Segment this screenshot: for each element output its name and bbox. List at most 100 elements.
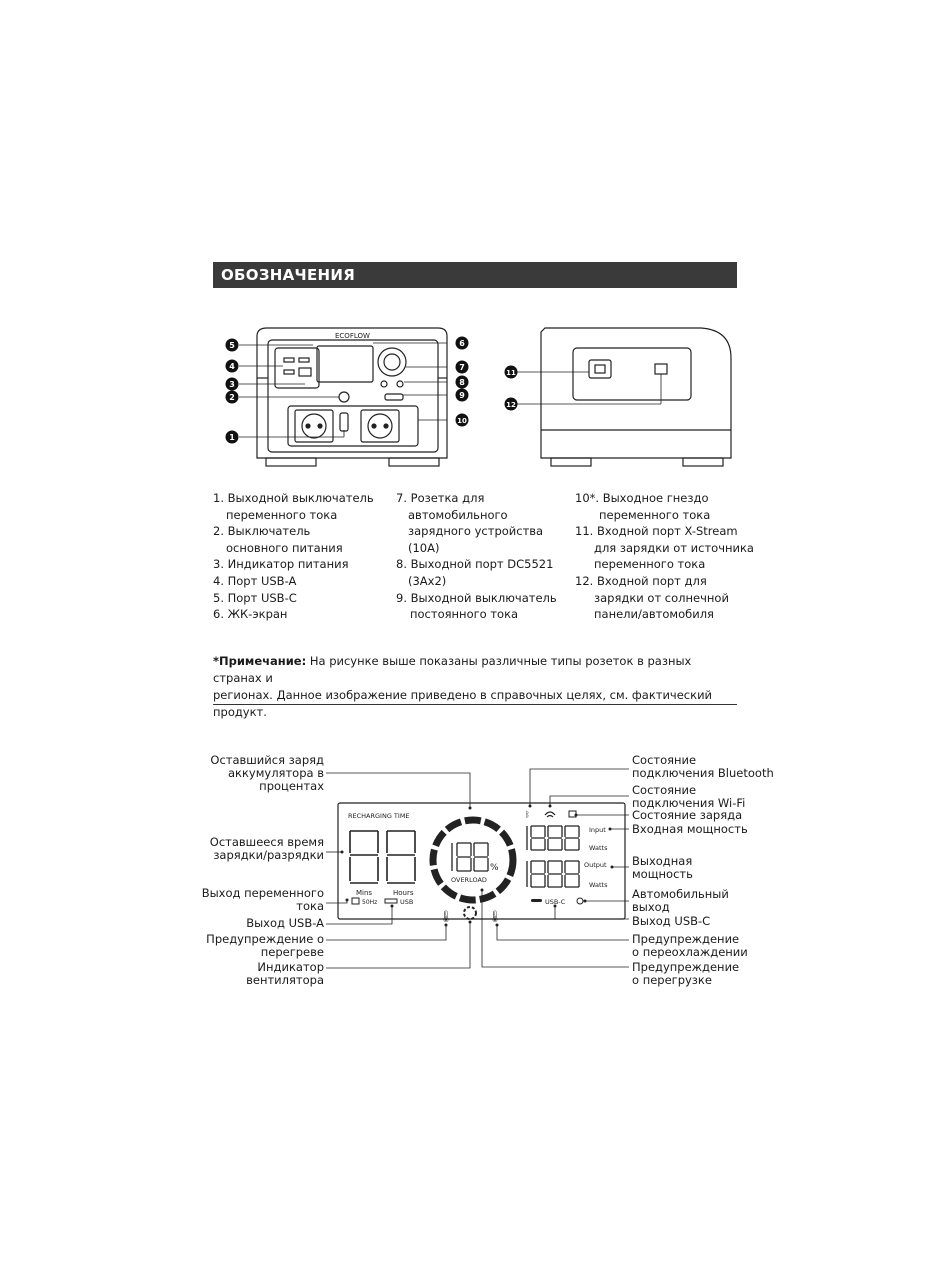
label-remaining-time: Оставшееся время зарядки/разрядки [209, 835, 324, 862]
label-bluetooth: Состояние подключения Bluetooth [632, 753, 774, 780]
label-charge-state: Состояние заряда [632, 808, 743, 822]
svg-text:11: 11 [506, 369, 516, 377]
lcd-hz: 50Hz [362, 899, 377, 906]
svg-text:7: 7 [459, 363, 465, 372]
legend-item: переменного тока [594, 557, 706, 572]
input-digits [526, 825, 580, 851]
thermometer-cold-icon: 🌡 [488, 910, 502, 923]
lcd-hours: Hours [393, 889, 414, 897]
callout-5: 5 [225, 338, 239, 352]
output-digits [526, 860, 580, 888]
legend-item: 2. Выключатель [213, 524, 311, 539]
legend-item: переменного тока [226, 507, 338, 522]
usb-c-icon [531, 899, 542, 902]
label-overheat: Предупреждение о перегреве [206, 932, 324, 959]
callout-8: 8 [455, 375, 469, 389]
legend-item: 1. Выходной выключатель [213, 491, 374, 505]
percent-digits [451, 842, 489, 872]
legend-item: зарядного устройства [408, 524, 544, 539]
label-undercool: Предупреждение о переохлаждении [632, 932, 748, 959]
lcd-percent: % [490, 863, 499, 873]
legend-item: основного питания [226, 540, 343, 555]
callout-2: 2 [225, 390, 239, 404]
svg-text:8: 8 [459, 378, 465, 387]
label-overload: Предупреждение о перегрузке [632, 960, 740, 987]
legend-item: переменного тока [599, 507, 711, 522]
legend-item: для зарядки от источника [594, 540, 754, 555]
svg-text:12: 12 [506, 401, 516, 409]
callout-3: 3 [225, 377, 239, 391]
svg-text:9: 9 [459, 391, 465, 400]
callout-12: 12 [504, 397, 518, 411]
footnote: *Примечание: На рисунке выше показаны ра… [213, 653, 737, 721]
callout-11: 11 [504, 365, 518, 379]
brand-logo: ECOFLOW [335, 332, 370, 340]
svg-text:1: 1 [229, 433, 235, 442]
lcd-watts-in: Watts [589, 844, 608, 852]
legend-item: 9. Выходной выключатель [396, 590, 557, 605]
section-header: ОБОЗНАЧЕНИЯ [213, 262, 737, 288]
svg-text:10: 10 [457, 417, 467, 425]
device-diagram: ECOFLOW 5 4 3 2 1 6 7 8 9 10 11 [225, 327, 732, 467]
legend-item: 7. Розетка для [396, 491, 485, 505]
callout-7: 7 [455, 360, 469, 374]
legend-item: (3Ax2) [408, 573, 447, 588]
callout-9: 9 [455, 388, 469, 402]
legend-col-3: 10*. Выходное гнездо переменного тока 11… [575, 490, 754, 623]
label-battery-percent: Оставшийся заряд аккумулятора в процента… [210, 753, 324, 793]
svg-text:2: 2 [229, 393, 235, 402]
time-digits [349, 830, 416, 884]
legend-item: постоянного тока [410, 607, 519, 622]
note-text-1: На рисунке выше показаны различные типы … [213, 654, 692, 685]
callout-markers: 5 4 3 2 1 6 7 8 9 10 11 12 [225, 336, 518, 444]
legend-item: 4. Порт USB-A [213, 573, 297, 588]
legend-item: 8. Выходной порт DC5521 [396, 557, 554, 572]
callout-1: 1 [225, 430, 239, 444]
label-usb-c: Выход USB-C [632, 914, 711, 928]
label-output-power: Выходная мощность [632, 854, 693, 881]
legend-item: 6. ЖК-экран [213, 607, 288, 622]
bluetooth-icon: ᛒ [525, 810, 530, 819]
legend-item: зарядки от солнечной [594, 590, 729, 605]
legend-item: панели/автомобиля [594, 607, 714, 622]
callout-4: 4 [225, 359, 239, 373]
legend-item: 12. Входной порт для [575, 573, 707, 588]
back-device [540, 327, 732, 467]
divider [213, 704, 737, 705]
callout-6: 6 [455, 336, 469, 350]
svg-text:6: 6 [459, 339, 465, 348]
legend-item: 11. Входной порт X-Stream [575, 524, 738, 539]
svg-text:5: 5 [229, 341, 235, 350]
label-fan: Индикатор вентилятора [246, 960, 324, 987]
label-wifi: Состояние подключения Wi-Fi [632, 783, 746, 810]
svg-text:4: 4 [229, 362, 235, 371]
label-ac-output: Выход переменного тока [201, 886, 324, 913]
legend-col-1: 1. Выходной выключатель переменного тока… [213, 490, 374, 623]
lcd-diagram: RECHARGING TIME Mins Hours 50Hz USB % OV… [326, 768, 629, 969]
legend-item: 3. Индикатор питания [213, 557, 349, 572]
lcd-mins: Mins [356, 889, 372, 897]
lcd-usb-c: USB-C [545, 898, 566, 906]
lcd-output: Output [584, 861, 607, 869]
front-device [256, 327, 448, 467]
lcd-usb: USB [400, 898, 413, 906]
car-output-icon [576, 897, 584, 905]
fan-icon [463, 906, 477, 920]
legend-item: 10*. Выходное гнездо [575, 491, 709, 505]
callout-10: 10 [455, 413, 469, 427]
legend-item: 5. Порт USB-C [213, 590, 297, 605]
legend-item: автомобильного [408, 507, 508, 522]
wifi-icon [544, 811, 556, 818]
label-car-output: Автомобильный выход [632, 887, 729, 914]
lcd-recharging-time: RECHARGING TIME [348, 812, 410, 820]
lcd-overload: OVERLOAD [451, 876, 487, 884]
label-input-power: Входная мощность [632, 822, 748, 836]
svg-text:3: 3 [229, 380, 235, 389]
legend-item: (10A) [408, 540, 440, 555]
note-prefix: *Примечание: [213, 654, 307, 668]
lcd-input: Input [589, 826, 606, 834]
thermometer-hot-icon: 🌡 [439, 910, 453, 923]
lcd-watts-out: Watts [589, 881, 608, 889]
label-usb-a: Выход USB-A [246, 916, 324, 930]
legend-col-2: 7. Розетка для автомобильного зарядного … [396, 490, 557, 623]
